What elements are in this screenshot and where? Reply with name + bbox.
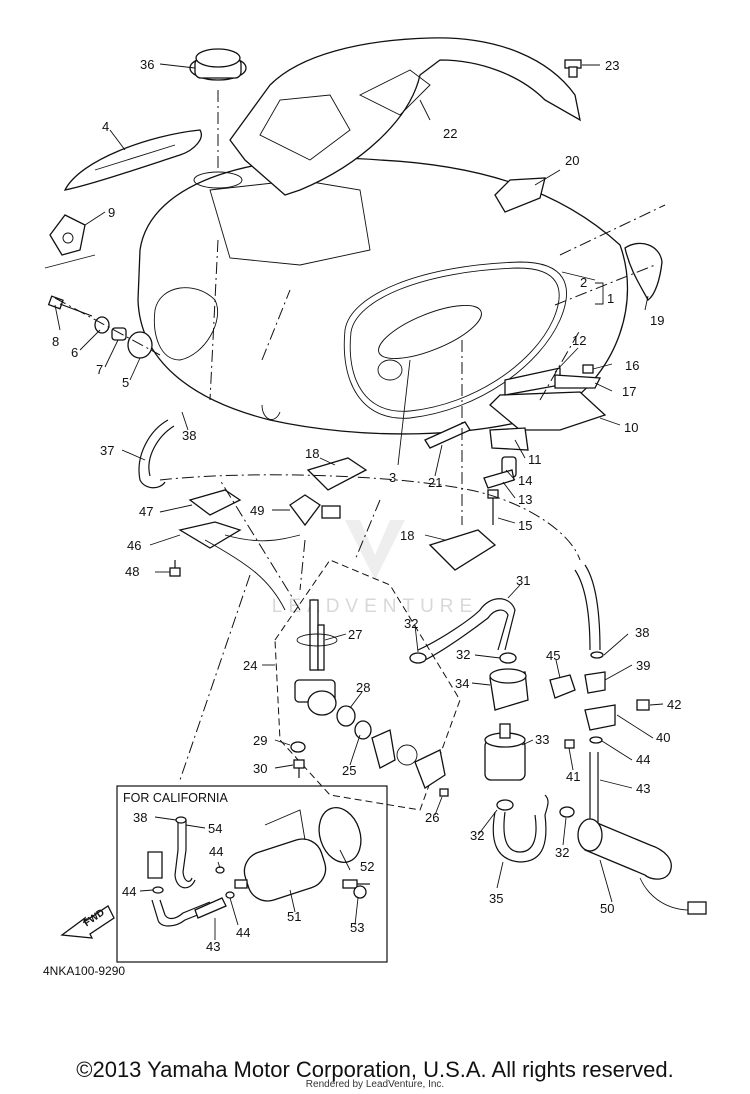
callout-25: 25 (342, 763, 356, 778)
callout-47: 47 (139, 504, 153, 519)
rendered-by-credit: Rendered by LeadVenture, Inc. (305, 1079, 445, 1090)
leadventure-watermark: LEADVENTURE (272, 520, 478, 617)
callout-24: 24 (243, 658, 257, 673)
reference-lines (159, 239, 656, 781)
fuel-filter-and-pump (484, 668, 529, 811)
callout-38-c: 38 (133, 810, 147, 825)
callout-8: 8 (52, 334, 59, 349)
copyright-notice: ©2013 Yamaha Motor Corporation, U.S.A. A… (76, 1057, 674, 1082)
california-box-title: FOR CALIFORNIA (123, 791, 229, 805)
emblem-left (63, 129, 202, 191)
callout-51: 51 (287, 909, 301, 924)
callout-39: 39 (636, 658, 650, 673)
callout-23: 23 (605, 58, 619, 73)
callout-44-d: 44 (236, 925, 250, 940)
callout-3: 3 (389, 470, 396, 485)
fuel-pump-50 (559, 806, 707, 915)
callout-43-box: 43 (206, 939, 220, 954)
callout-13: 13 (518, 492, 532, 507)
callout-43: 43 (636, 781, 650, 796)
callout-19: 19 (650, 313, 664, 328)
callout-31: 31 (516, 573, 530, 588)
callout-28: 28 (356, 680, 370, 695)
callout-50: 50 (600, 901, 614, 916)
callout-44: 44 (636, 752, 650, 767)
callout-6: 6 (71, 345, 78, 360)
callout-17: 17 (622, 384, 636, 399)
callout-21: 21 (428, 475, 442, 490)
callout-9: 9 (108, 205, 115, 220)
callout-11: 11 (528, 452, 542, 467)
fuel-hose-35 (492, 794, 549, 863)
callout-45: 45 (546, 648, 560, 663)
callout-29: 29 (253, 733, 267, 748)
rubber-strip (424, 340, 471, 525)
callout-5: 5 (122, 375, 129, 390)
callout-10: 10 (624, 420, 638, 435)
callout-33: 33 (535, 732, 549, 747)
callout-32-d: 32 (555, 845, 569, 860)
bolt-23 (564, 59, 582, 78)
fuel-cock (290, 599, 449, 797)
callout-18-lower: 18 (400, 528, 414, 543)
callout-34: 34 (455, 676, 469, 691)
callout-44-c: 44 (122, 884, 136, 899)
rear-bracket-assembly (483, 364, 607, 525)
part-code: 4NKA100-9290 (43, 964, 125, 978)
fuel-hose-31 (409, 598, 517, 664)
callout-32-c: 32 (470, 828, 484, 843)
callout-32-b: 32 (456, 647, 470, 662)
callout-18-upper: 18 (305, 446, 319, 461)
callout-1: 1 (607, 291, 614, 306)
fuel-cap (189, 48, 247, 189)
callout-26: 26 (425, 810, 439, 825)
pads-18 (306, 457, 497, 571)
callout-27: 27 (348, 627, 362, 642)
callout-20: 20 (565, 153, 579, 168)
vertical-hose-right (574, 564, 604, 659)
clip-hardware-right (549, 671, 650, 830)
sender-unit (169, 489, 341, 611)
mounting-hardware (47, 295, 161, 359)
callout-44-b: 44 (209, 844, 223, 859)
callout-4: 4 (102, 119, 109, 134)
watermark-text: LEADVENTURE (272, 596, 478, 617)
callout-30: 30 (253, 761, 267, 776)
callout-2: 2 (580, 275, 587, 290)
callout-53: 53 (350, 920, 364, 935)
callout-37: 37 (100, 443, 114, 458)
callout-40: 40 (656, 730, 670, 745)
callout-42: 42 (667, 697, 681, 712)
callout-labels: 1 2 3 4 5 6 7 8 9 10 11 12 13 14 15 16 1… (52, 57, 681, 954)
callout-52: 52 (360, 859, 374, 874)
tank-pads (494, 177, 666, 301)
callout-48: 48 (125, 564, 139, 579)
callout-54: 54 (208, 821, 222, 836)
callout-22: 22 (443, 126, 457, 141)
callout-41: 41 (566, 769, 580, 784)
callout-38-b: 38 (635, 625, 649, 640)
callout-14: 14 (518, 473, 532, 488)
callout-49: 49 (250, 503, 264, 518)
callout-35: 35 (489, 891, 503, 906)
callout-15: 15 (518, 518, 532, 533)
leader-lines (54, 63, 664, 940)
callout-7: 7 (96, 362, 103, 377)
callout-32-a: 32 (404, 616, 418, 631)
callout-46: 46 (127, 538, 141, 553)
callout-16: 16 (625, 358, 639, 373)
callout-36: 36 (140, 57, 154, 72)
tank-cover (229, 37, 581, 196)
bracket-left (44, 214, 96, 269)
california-box: FOR CALIFORNIA (60, 785, 388, 963)
callout-38-a: 38 (182, 428, 196, 443)
breather-hose (138, 419, 175, 489)
callout-12: 12 (572, 333, 586, 348)
